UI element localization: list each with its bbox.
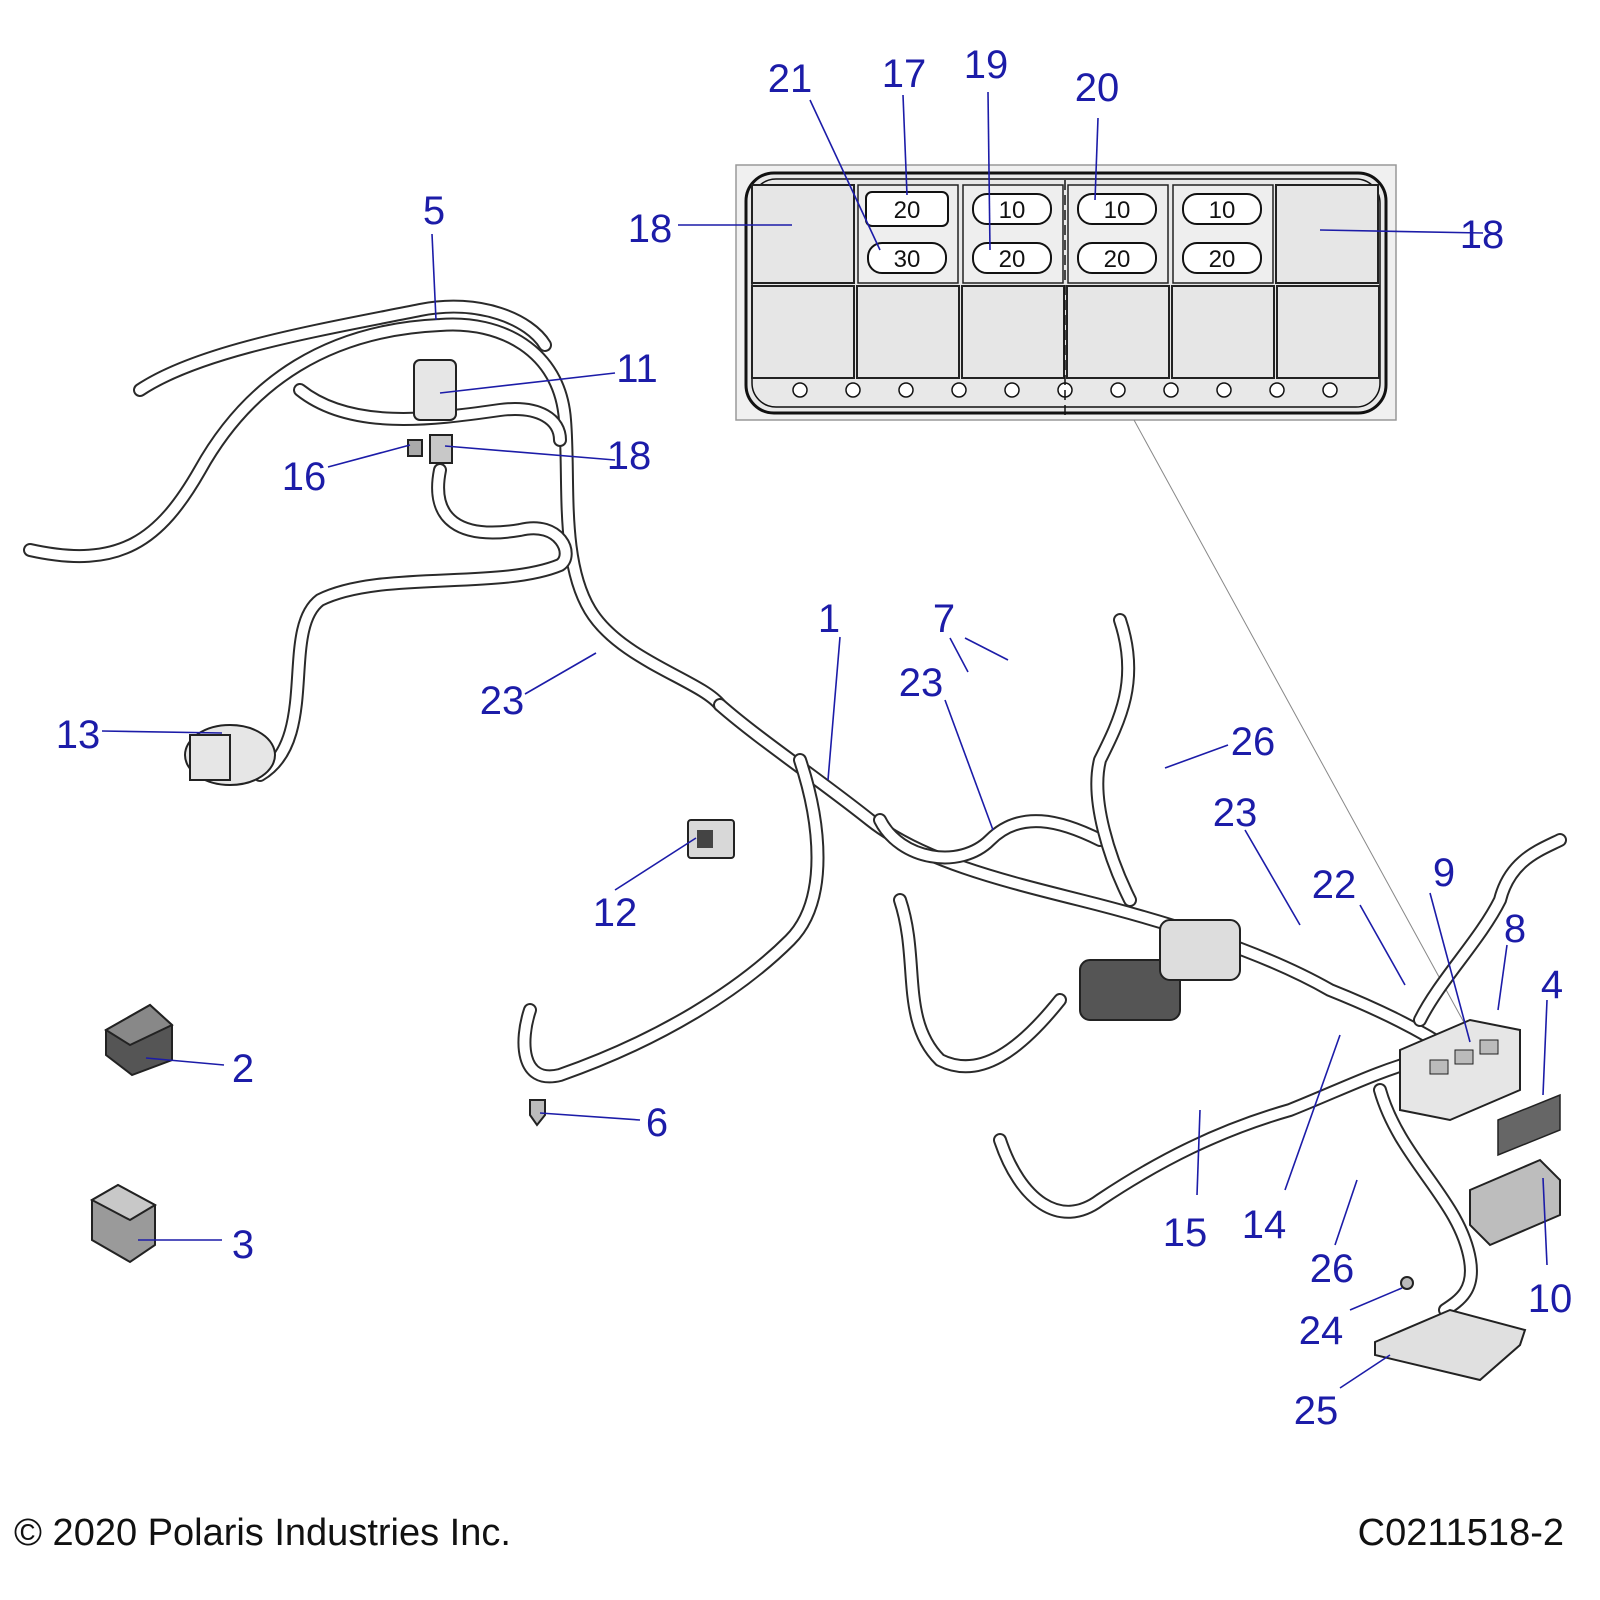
drawing-number: C0211518-2 <box>1357 1512 1564 1554</box>
bracket-25 <box>1374 1308 1527 1382</box>
fuse-slot-top-2 <box>972 193 1052 225</box>
callout-23-right: 23 <box>1213 791 1258 835</box>
fuse-label-bottom-4: 20 <box>1209 246 1236 273</box>
callout-labels: 1 2 3 4 5 6 7 8 9 10 11 12 13 14 15 16 1… <box>56 43 1573 1433</box>
fuse-label-top-2: 10 <box>999 197 1026 224</box>
callout-6: 6 <box>646 1101 668 1145</box>
relay-right <box>1275 184 1379 284</box>
connector-2 <box>104 1003 174 1077</box>
fuse-label-bottom-3: 20 <box>1104 246 1131 273</box>
fuse-label-top-3: 10 <box>1104 197 1131 224</box>
callout-24: 24 <box>1299 1309 1344 1353</box>
fuse-label-top-4: 10 <box>1209 197 1236 224</box>
callout-21: 21 <box>768 57 813 101</box>
fuse-decal-4 <box>1497 1093 1561 1157</box>
callout-22: 22 <box>1312 863 1357 907</box>
callout-13: 13 <box>56 713 101 757</box>
fuse-slot-bottom-4 <box>1182 242 1262 274</box>
relay-11 <box>413 359 457 421</box>
relay-left <box>751 184 855 284</box>
callout-18-inset-left: 18 <box>628 207 673 251</box>
callout-10: 10 <box>1528 1277 1573 1321</box>
callout-4: 4 <box>1541 963 1563 1007</box>
relay-18-harness <box>429 434 453 464</box>
fuse-box-8 <box>1399 1018 1521 1122</box>
callout-26-upper: 26 <box>1231 720 1276 764</box>
main-harness <box>23 299 1567 1317</box>
callout-5: 5 <box>423 189 445 233</box>
fuse-label-top-1: 20 <box>894 197 921 224</box>
callout-9: 9 <box>1433 851 1455 895</box>
callout-20: 20 <box>1075 66 1120 110</box>
fuse-slot-top-4 <box>1182 193 1262 225</box>
callout-7: 7 <box>933 597 955 641</box>
callout-19: 19 <box>964 43 1009 87</box>
bracket-12 <box>687 819 735 859</box>
callout-11: 11 <box>616 347 658 391</box>
leader-lines <box>101 91 1548 1389</box>
callout-8: 8 <box>1504 907 1526 951</box>
connector-3 <box>89 1183 158 1264</box>
fuse-label-bottom-2: 20 <box>999 246 1026 273</box>
fuse-box-inset: 20 10 10 10 30 20 20 20 <box>735 164 1397 421</box>
pushpin-24 <box>1400 1276 1414 1290</box>
callout-18-harness: 18 <box>607 434 652 478</box>
fuse-cover-10 <box>1469 1158 1561 1247</box>
callout-25: 25 <box>1294 1389 1339 1433</box>
clip-16 <box>407 439 423 457</box>
fuse-slot-bottom-2 <box>972 242 1052 274</box>
ecu-block <box>1079 919 1241 1021</box>
fuse-slot-top-3 <box>1077 193 1157 225</box>
callout-12: 12 <box>593 891 638 935</box>
projection-line <box>1133 419 1491 1071</box>
fuse-slot-bottom-1 <box>867 242 947 274</box>
callout-17: 17 <box>882 52 927 96</box>
callout-1: 1 <box>818 597 840 641</box>
fuse-label-bottom-1: 30 <box>894 246 921 273</box>
callout-23-center: 23 <box>899 661 944 705</box>
callout-26-lower: 26 <box>1310 1247 1355 1291</box>
callout-18-inset-right: 18 <box>1460 213 1505 257</box>
callout-15: 15 <box>1163 1211 1208 1255</box>
callout-16: 16 <box>282 455 327 499</box>
copyright-notice: © 2020 Polaris Industries Inc. <box>14 1512 511 1554</box>
callout-14: 14 <box>1242 1203 1287 1247</box>
fastener-6 <box>529 1099 546 1127</box>
fuse-slot-bottom-3 <box>1077 242 1157 274</box>
callout-23-left: 23 <box>480 679 525 723</box>
callout-2: 2 <box>232 1047 254 1091</box>
sensor-13 <box>184 724 276 786</box>
callout-3: 3 <box>232 1223 254 1267</box>
